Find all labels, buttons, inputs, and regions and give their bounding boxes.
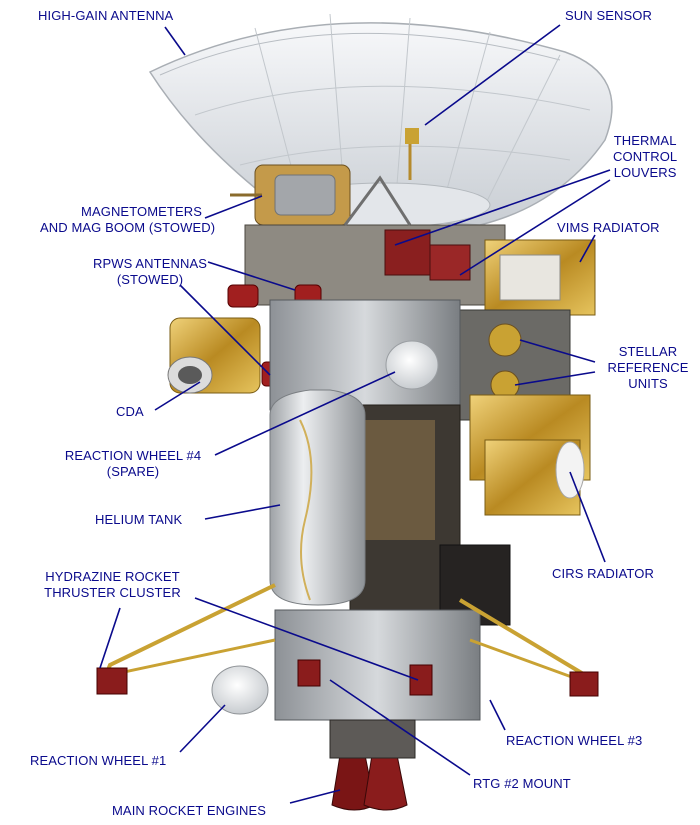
right-instrument-shape — [459, 239, 596, 516]
helium-tank-shape — [269, 389, 366, 606]
label-rpws-antennas: RPWS ANTENNAS (STOWED) — [93, 256, 207, 287]
label-sun-sensor: SUN SENSOR — [565, 8, 652, 23]
central-body-shape — [269, 299, 511, 721]
label-hydrazine-rocket-thruster-cluster: HYDRAZINE ROCKET THRUSTER CLUSTER — [44, 569, 181, 600]
label-main-rocket-engines: MAIN ROCKET ENGINES — [112, 803, 267, 818]
label-cirs-radiator: CIRS RADIATOR — [552, 566, 654, 581]
label-reaction-wheel-3: REACTION WHEEL #3 — [506, 733, 643, 748]
label-helium-tank: HELIUM TANK — [95, 512, 183, 527]
main-rocket-engines-shape — [329, 719, 416, 811]
label-stellar-reference-units: STELLAR REFERENCE UNITS — [607, 344, 689, 391]
label-cda: CDA — [116, 404, 144, 419]
magnetometer-shape — [230, 164, 351, 226]
high-gain-antenna-shape — [148, 13, 613, 228]
reaction-wheel-1-shape — [211, 665, 269, 715]
label-thermal-control-louvers: THERMAL CONTROL LOUVERS — [613, 133, 678, 180]
label-vims-radiator: VIMS RADIATOR — [557, 220, 660, 235]
label-rtg-2-mount: RTG #2 MOUNT — [473, 776, 571, 791]
leader-lines — [99, 24, 611, 804]
upper-bus-shape — [244, 128, 506, 306]
label-magnetometers: MAGNETOMETERS AND MAG BOOM (STOWED) — [40, 204, 216, 235]
label-reaction-wheel-4: REACTION WHEEL #4 (SPARE) — [64, 448, 202, 479]
label-reaction-wheel-1: REACTION WHEEL #1 — [30, 753, 167, 768]
label-high-gain-antenna: HIGH-GAIN ANTENNA — [38, 8, 174, 23]
support-struts-shape — [96, 583, 599, 697]
